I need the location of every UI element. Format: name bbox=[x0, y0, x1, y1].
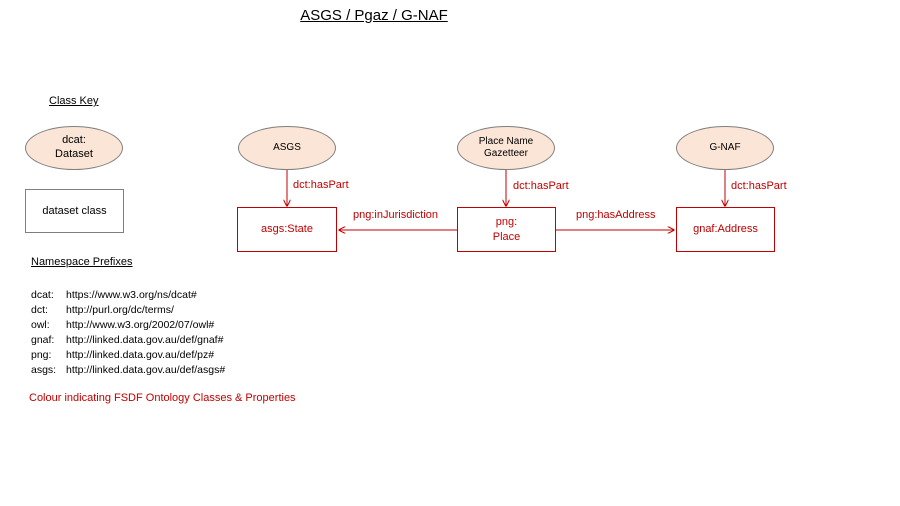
namespace-uri: http://purl.org/dc/terms/ bbox=[66, 304, 174, 316]
namespace-row: dct: http://purl.org/dc/terms/ bbox=[31, 303, 225, 318]
edge-label-gnaf-has-part: dct:hasPart bbox=[731, 180, 787, 192]
edge-label-in-jurisdiction: png:inJurisdiction bbox=[353, 209, 438, 221]
page-title: ASGS / Pgaz / G-NAF bbox=[300, 7, 448, 24]
namespace-uri: http://linked.data.gov.au/def/asgs# bbox=[66, 364, 226, 376]
class-key-dataset-ellipse: dcat: Dataset bbox=[25, 126, 123, 170]
namespace-prefix: gnaf: bbox=[31, 334, 55, 346]
namespace-row: asgs: http://linked.data.gov.au/def/asgs… bbox=[31, 363, 225, 378]
dataset-asgs-label: ASGS bbox=[273, 141, 301, 153]
class-gnaf-address-label: gnaf:Address bbox=[693, 223, 758, 236]
dataset-pgaz-line1: Place Name bbox=[478, 135, 534, 147]
class-key-dataset-line1: dcat: bbox=[62, 134, 86, 147]
namespace-heading: Namespace Prefixes bbox=[31, 256, 133, 268]
namespace-uri: https://www.w3.org/ns/dcat# bbox=[66, 289, 197, 301]
namespace-row: png: http://linked.data.gov.au/def/pz# bbox=[31, 348, 225, 363]
class-key-heading: Class Key bbox=[49, 95, 99, 107]
dataset-gnaf-label: G-NAF bbox=[709, 141, 741, 153]
dataset-asgs: ASGS bbox=[238, 126, 336, 170]
class-asgs-state-label: asgs:State bbox=[261, 223, 313, 236]
dataset-gnaf: G-NAF bbox=[676, 126, 774, 170]
namespace-prefix: owl: bbox=[31, 319, 50, 331]
class-asgs-state: asgs:State bbox=[237, 207, 337, 252]
namespace-uri: http://linked.data.gov.au/def/gnaf# bbox=[66, 334, 224, 346]
namespace-uri: http://www.w3.org/2002/07/owl# bbox=[66, 319, 215, 331]
namespace-uri: http://linked.data.gov.au/def/pz# bbox=[66, 349, 215, 361]
fsdf-colour-note: Colour indicating FSDF Ontology Classes … bbox=[29, 392, 296, 404]
namespace-prefix: dct: bbox=[31, 304, 48, 316]
namespace-prefix: asgs: bbox=[31, 364, 57, 376]
namespace-prefix: png: bbox=[31, 349, 52, 361]
class-key-class-label: dataset class bbox=[42, 204, 107, 217]
edge-label-has-address: png:hasAddress bbox=[576, 209, 656, 221]
namespace-row: dcat: https://www.w3.org/ns/dcat# bbox=[31, 288, 225, 303]
namespace-list: dcat: https://www.w3.org/ns/dcat# dct: h… bbox=[31, 288, 225, 378]
class-key-dataset-line2: Dataset bbox=[55, 148, 93, 160]
class-png-place: png: Place bbox=[457, 207, 556, 252]
dataset-pgaz-line2: Gazetteer bbox=[484, 148, 528, 159]
edge-label-asgs-has-part: dct:hasPart bbox=[293, 179, 349, 191]
namespace-row: owl: http://www.w3.org/2002/07/owl# bbox=[31, 318, 225, 333]
namespace-row: gnaf: http://linked.data.gov.au/def/gnaf… bbox=[31, 333, 225, 348]
edge-label-pgaz-has-part: dct:hasPart bbox=[513, 180, 569, 192]
dataset-pgaz: Place Name Gazetteer bbox=[457, 126, 555, 170]
class-png-place-line1: png: bbox=[495, 215, 518, 228]
class-key-class-box: dataset class bbox=[25, 189, 124, 233]
class-png-place-line2: Place bbox=[492, 230, 521, 243]
class-gnaf-address: gnaf:Address bbox=[676, 207, 775, 252]
namespace-prefix: dcat: bbox=[31, 289, 54, 301]
